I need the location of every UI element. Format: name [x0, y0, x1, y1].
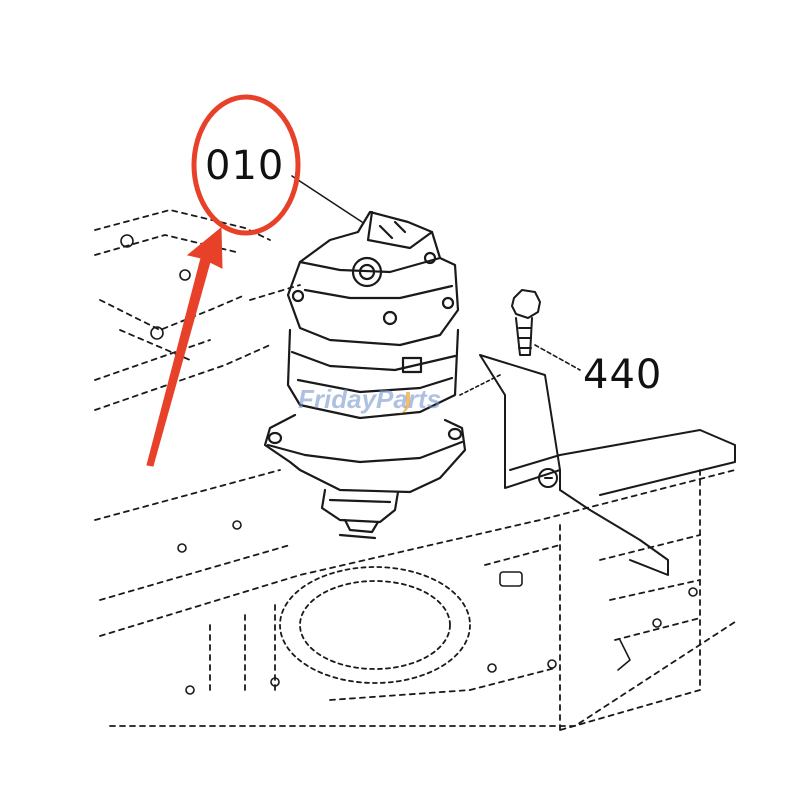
leader-440 [534, 344, 581, 371]
callout-010: 010 [205, 143, 285, 189]
watermark-swoosh [388, 392, 410, 414]
chassis-frame [94, 209, 739, 731]
leader-frame [459, 374, 501, 396]
bolt-440 [511, 289, 541, 356]
watermark-logo: FridayParts [298, 386, 441, 412]
mounting-bracket [479, 354, 736, 576]
base-ring [279, 566, 471, 684]
frame-holes [120, 234, 698, 695]
callout-440: 440 [583, 352, 663, 398]
watermark-text-friday: Friday [298, 384, 377, 414]
red-arrow-icon [146, 226, 223, 467]
swing-motor-assembly [263, 210, 467, 540]
red-circle-icon [191, 94, 301, 236]
leader-010 [291, 175, 363, 223]
